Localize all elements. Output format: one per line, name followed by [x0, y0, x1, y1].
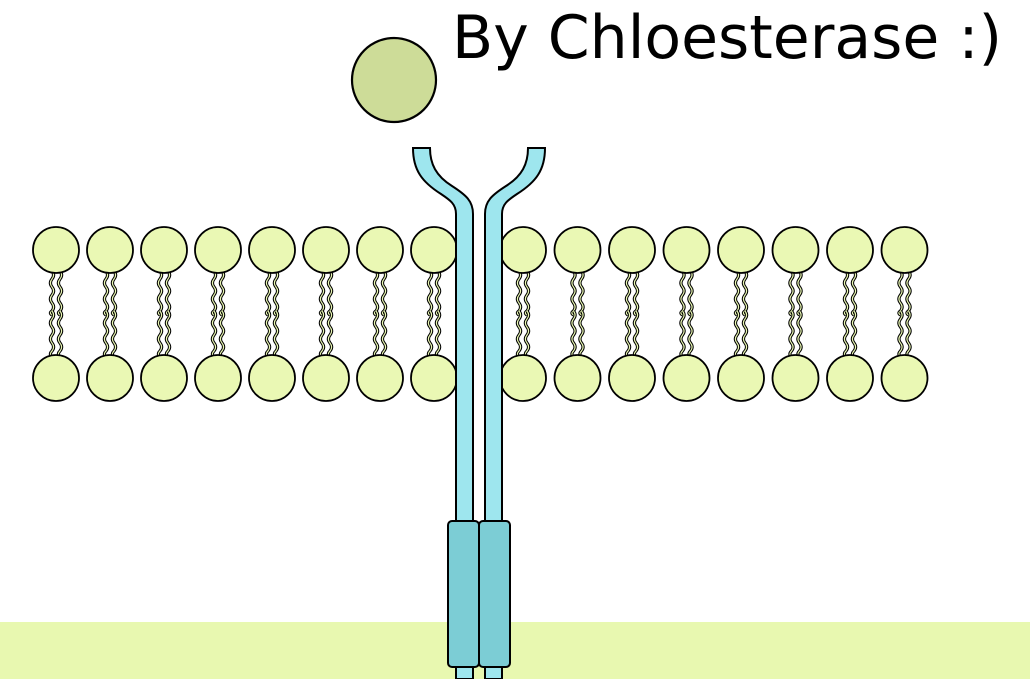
lipid-head-outer [357, 227, 403, 273]
phospholipid [195, 227, 241, 401]
lipid-head-outer [718, 227, 764, 273]
lipid-head-inner [555, 355, 601, 401]
lipid-head-inner [411, 355, 457, 401]
lipid-tails [320, 271, 331, 357]
lipid-tails [844, 271, 855, 357]
lipid-tails [572, 271, 583, 357]
lipid-head-inner [357, 355, 403, 401]
phospholipid [664, 227, 710, 401]
phospholipid [87, 227, 133, 401]
ligand-molecule [352, 38, 436, 122]
lipid-head-outer [195, 227, 241, 273]
lipid-tails [626, 271, 637, 357]
lipid-head-outer [249, 227, 295, 273]
lipid-tails [266, 271, 277, 357]
lipid-tails [212, 271, 223, 357]
phospholipid [555, 227, 601, 401]
lipid-head-outer [773, 227, 819, 273]
lipid-head-outer [303, 227, 349, 273]
lipid-head-outer [87, 227, 133, 273]
phospholipid [357, 227, 403, 401]
kinase-domain-right [479, 521, 510, 667]
lipid-head-inner [882, 355, 928, 401]
lipid-tails [899, 271, 910, 357]
lipid-tails [50, 271, 61, 357]
lipid-head-outer [827, 227, 873, 273]
lipid-head-inner [87, 355, 133, 401]
lipid-bilayer [33, 227, 928, 401]
cytoplasm-region [0, 622, 1030, 679]
lipid-tails [428, 271, 439, 357]
phospholipid [609, 227, 655, 401]
lipid-head-inner [249, 355, 295, 401]
lipid-head-inner [33, 355, 79, 401]
lipid-tails [735, 271, 746, 357]
phospholipid [303, 227, 349, 401]
lipid-tails [790, 271, 801, 357]
phospholipid [827, 227, 873, 401]
lipid-head-outer [411, 227, 457, 273]
phospholipid [500, 227, 546, 401]
lipid-head-outer [882, 227, 928, 273]
lipid-head-inner [773, 355, 819, 401]
lipid-head-inner [609, 355, 655, 401]
author-credit: By Chloesterase :) [452, 2, 1002, 74]
lipid-head-outer [33, 227, 79, 273]
lipid-head-outer [555, 227, 601, 273]
lipid-head-inner [303, 355, 349, 401]
lipid-head-inner [500, 355, 546, 401]
lipid-tails [681, 271, 692, 357]
lipid-head-outer [500, 227, 546, 273]
lipid-head-inner [664, 355, 710, 401]
kinase-domain-left [448, 521, 479, 667]
phospholipid [249, 227, 295, 401]
lipid-head-inner [195, 355, 241, 401]
phospholipid [718, 227, 764, 401]
lipid-tails [374, 271, 385, 357]
phospholipid [141, 227, 187, 401]
phospholipid [882, 227, 928, 401]
lipid-tails [104, 271, 115, 357]
lipid-head-outer [609, 227, 655, 273]
lipid-head-inner [141, 355, 187, 401]
lipid-tails [517, 271, 528, 357]
lipid-tails [158, 271, 169, 357]
phospholipid [33, 227, 79, 401]
phospholipid [411, 227, 457, 401]
lipid-head-outer [664, 227, 710, 273]
lipid-head-inner [718, 355, 764, 401]
phospholipid [773, 227, 819, 401]
lipid-head-inner [827, 355, 873, 401]
lipid-head-outer [141, 227, 187, 273]
